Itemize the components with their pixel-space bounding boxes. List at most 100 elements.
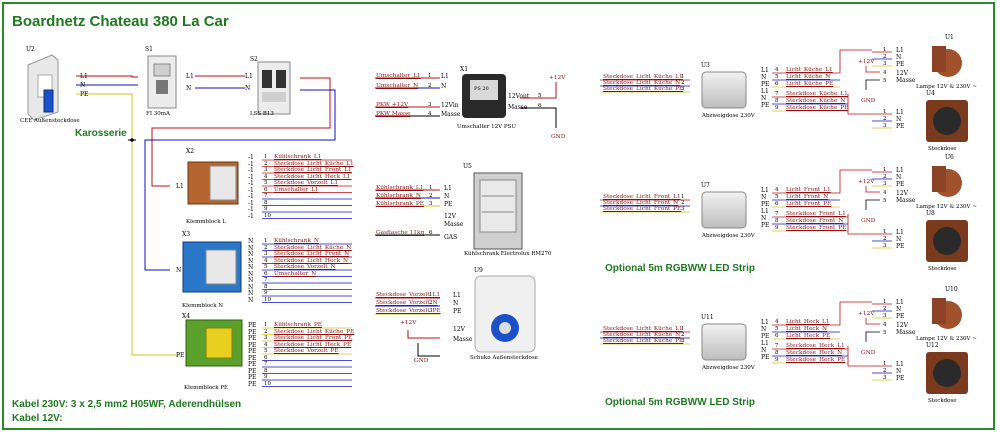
branch1-lamp-pin-0: L1 [896,167,904,174]
s2-ref: S2 [250,56,258,63]
x3-label-5: Umschalter_N [274,270,317,277]
x4-name: Klemmblock PE [184,385,229,391]
u8-name: Steckdose [928,266,957,272]
u9-wire-label-2: Steckdose_Vorzelt_PE [376,308,441,314]
branch2-sock-num-0: 1 [883,361,887,367]
branch2-route-s [847,346,872,367]
x1-name: Umschalter 12V PSU [457,124,516,130]
u1-name: Lampe 12V & 230V ~ [916,84,977,90]
branch2-lamp-pin-0: L1 [896,299,904,306]
u5-pin-0: L1 [444,185,452,192]
x4-pin-8: PE [248,374,257,381]
x1-wire-label-1: Umschalter_N [376,83,419,89]
branch2-out-num-3: 7 [775,342,779,349]
branch1-sock-num-1: 2 [883,236,887,242]
x2-label-4: Steckdose_Vorzelt_L1 [274,180,339,186]
x2-num-7: 8 [264,199,268,206]
u9-pin-0: L1 [453,292,461,299]
x1-num-2: 3 [428,102,432,108]
u5-pin-3: 12V [444,213,456,220]
x3-num-6: 7 [264,277,268,283]
s2-pin-n: N [245,85,251,92]
x4-label-2: Steckdose_Licht_Front_PE [274,335,353,341]
x1-pin-3: Masse [441,111,461,118]
lamp-body-0 [932,46,946,72]
branch0-sock-num-2: 3 [883,123,887,129]
u9-plus12: +12V [400,320,417,326]
branch1-sock-pin-2: PE [896,243,905,250]
x4-num-7: 8 [264,367,268,374]
u9-num-0: 1 [429,292,433,298]
branch1-gnd: GND [861,218,876,224]
x1-plus12: +12V [549,75,566,81]
branch1-boxpinB-2: PE [761,222,770,229]
x4-pin-0: PE [248,322,257,329]
x2-ref: X2 [186,148,195,155]
u9-pin-4: Masse [453,336,473,343]
x4-num-2: 3 [264,335,268,341]
branch0-out-label-4: Steckdose_Küche_N [786,97,846,104]
branch1-in-label-1: Steckdose_Licht_Front_N [603,199,679,206]
branch2-boxpinA-0: L1 [761,319,769,326]
socket-face-0 [933,107,961,135]
x3-num-8: 9 [264,290,268,296]
u2-pin-0: L1 [80,73,88,80]
u9-wire-label-0: Steckdose_Vorzelt_L1 [376,292,441,298]
branch2-gnd: GND [861,350,876,356]
u7-ref: U7 [701,182,710,189]
u9-gnd: GND [414,358,429,364]
x2-num-8: 9 [264,206,268,212]
branch0-in-label-0: Steckdose_Licht_Küche_L1 [603,73,683,80]
u9-num-1: 2 [429,300,433,306]
branch2-out-label-1: Licht_Heck_N [786,325,828,332]
socket-face-1 [933,227,961,255]
u9-pin-3: 12V [453,326,465,333]
branch0-route-s [847,94,872,115]
branch0-lamp-pin-0: L1 [896,47,904,54]
branch1-in-num-0: 1 [681,193,685,200]
branch0-sock-num-0: 1 [883,109,887,115]
branch0-lamp-num-1: 2 [883,54,887,60]
branch1-lamp-12v: 12V [896,190,908,197]
branch0-boxpinA-0: L1 [761,67,769,74]
x2-num-1: 2 [264,160,268,167]
branch2-sock-pin-1: N [896,368,902,375]
branch0-lamp-12v: 12V [896,70,908,77]
x2-label-2: Steckdose_Licht_Front_L1 [274,167,352,173]
u9-pin-1: N [453,300,459,307]
branch2-lamp-num-4: 4 [883,322,887,328]
x4-num-4: 5 [264,348,268,354]
u10-name: Lampe 12V & 230V ~ [916,336,977,342]
branch2-sock-num-1: 2 [883,368,887,374]
branch1-in-num-2: 3 [681,205,685,212]
x4-pin-5: PE [248,354,257,362]
u5-ref: U5 [463,163,472,170]
u9-wire-label-1: Steckdose_Vorzelt_N [376,300,438,306]
branch1-in-num-1: 2 [681,199,685,206]
branch2-out-num-1: 5 [775,325,779,332]
x4-pin-7: PE [248,367,257,375]
branch2-sock-num-2: 3 [883,375,887,381]
branch1-out-label-4: Steckdose_Front_N [786,217,844,224]
x1-num-1: 2 [428,83,432,89]
branch1-lamp-num-2: 3 [883,181,887,187]
branch1-lamp-num-5: 5 [883,198,887,204]
branch2-out-num-0: 4 [775,318,779,325]
s2-name: LSS B13 [250,111,274,117]
branch2-in-num-1: 2 [681,331,685,338]
branch0-sock-num-1: 2 [883,116,887,122]
branch2-in-label-2: Steckdose_Licht_Küche_PE [603,337,684,344]
u5-num-1: 2 [429,193,433,199]
branch2-boxpinA-2: PE [761,333,770,340]
branch0-sock-pin-0: L1 [896,109,904,116]
branch0-gnd: GND [861,98,876,104]
branch0-sock-pin-2: PE [896,123,905,130]
branch1-lamp-pin-2: PE [896,181,905,188]
branch1-out-num-2: 6 [775,200,779,207]
branch1-route-l [839,169,872,193]
branch1-boxpinA-1: N [761,194,767,201]
branch0-out-num-1: 5 [775,73,779,80]
x4-pin-3: PE [248,341,257,349]
branch0-lamp-pin-1: N [896,54,902,61]
x3-label-1: Steckdose_Licht_Küche_N [274,244,352,251]
